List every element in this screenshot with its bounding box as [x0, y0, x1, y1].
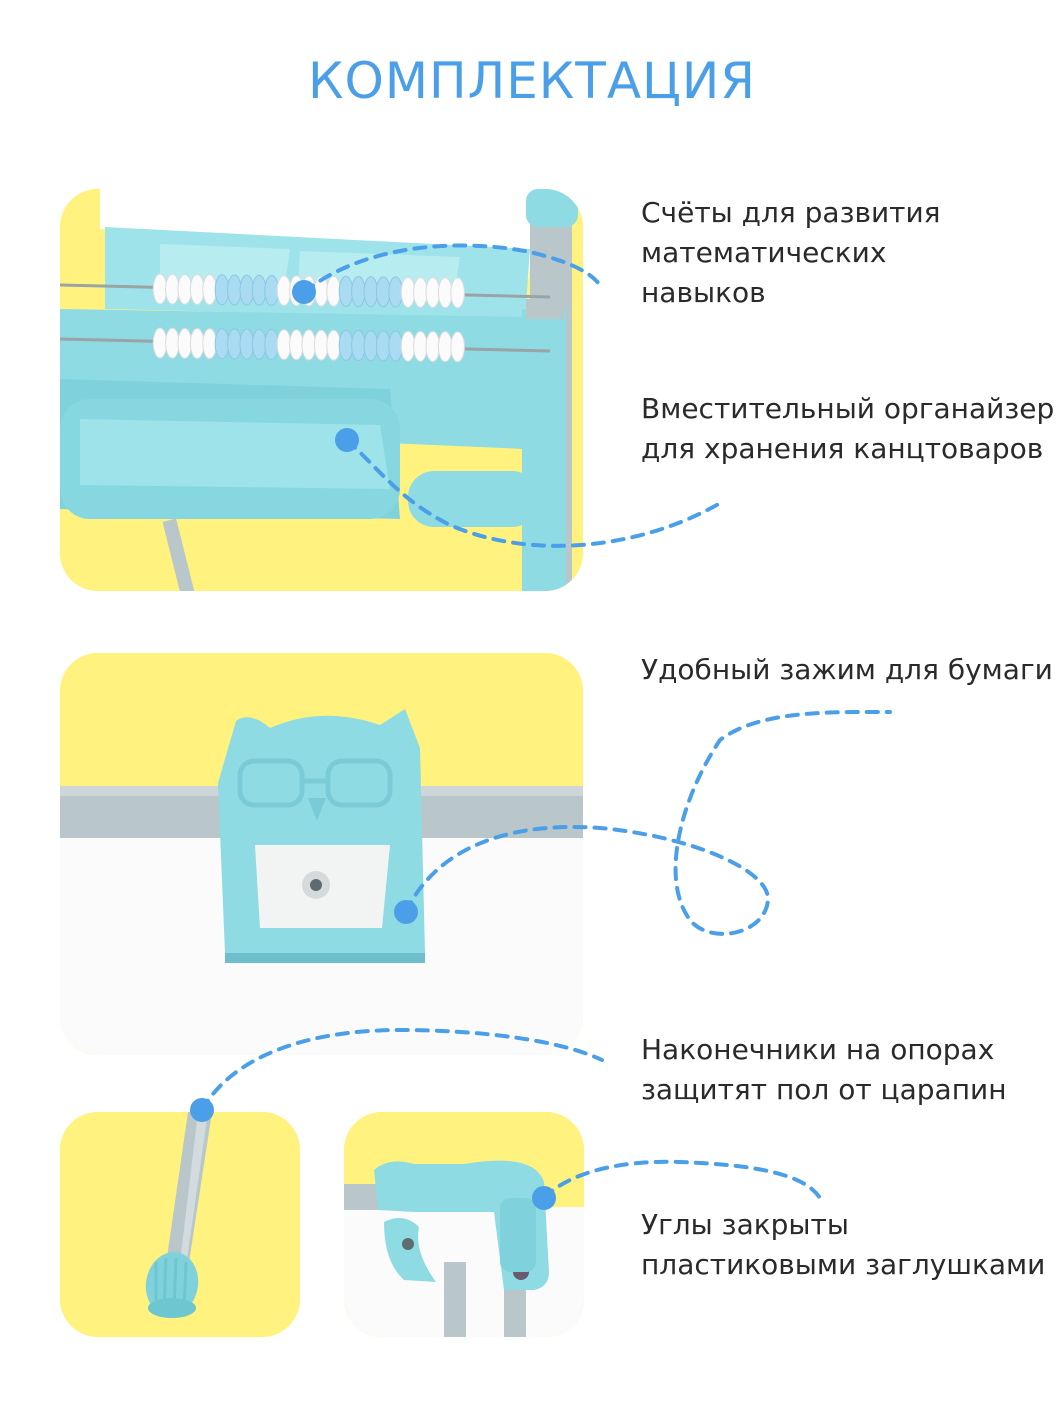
abacus-bead: [165, 327, 180, 359]
caption-line: Вместительный органайзер: [641, 392, 1055, 425]
feature-leg-tips-caption: Наконечники на опорах защитят пол от цар…: [641, 1030, 1007, 1110]
abacus-bead: [363, 276, 379, 308]
abacus-bead: [326, 329, 341, 361]
abacus-bead: [251, 274, 267, 306]
abacus-bead: [152, 273, 168, 305]
abacus-bead: [388, 330, 403, 362]
abacus-bead: [437, 331, 453, 363]
abacus-bead: [189, 273, 205, 305]
abacus-bead: [301, 329, 317, 361]
abacus-bead: [227, 274, 242, 306]
abacus-bead: [437, 277, 453, 309]
abacus-bead: [189, 327, 205, 359]
abacus-bead: [351, 276, 366, 308]
abacus-bead: [400, 330, 416, 362]
abacus-bead: [313, 275, 329, 307]
caption-line: Наконечники на опорах: [641, 1033, 995, 1066]
abacus-bead: [177, 327, 193, 359]
abacus-bead: [388, 276, 403, 308]
abacus-bead: [351, 330, 366, 362]
corner-plug-photo: [344, 1112, 584, 1337]
feature-abacus-caption: Счёты для развития математических навыко…: [641, 193, 941, 313]
caption-line: защитят пол от царапин: [641, 1073, 1007, 1106]
feature-clip-caption: Удобный зажим для бумаги: [641, 650, 1053, 690]
abacus-bead: [239, 328, 255, 360]
abacus-bead: [227, 328, 242, 360]
page-title: КОМПЛЕКТАЦИЯ: [308, 52, 756, 110]
abacus-bead: [276, 329, 292, 361]
abacus-bead: [375, 276, 391, 308]
abacus-bead: [177, 273, 193, 305]
abacus-bead: [301, 275, 317, 307]
abacus-bead: [152, 327, 168, 359]
abacus-bead: [326, 275, 341, 307]
caption-line: Счёты для развития: [641, 196, 941, 229]
abacus-bead: [289, 275, 304, 307]
abacus-bead: [251, 328, 267, 360]
abacus-bead: [214, 328, 230, 360]
abacus-bead: [239, 274, 255, 306]
feature-organizer-caption: Вместительный органайзер для хранения ка…: [641, 389, 1054, 469]
abacus-bead: [214, 274, 230, 306]
caption-line: навыков: [641, 276, 766, 309]
leg-tip-photo: [60, 1112, 300, 1337]
caption-line: пластиковыми заглушками: [641, 1248, 1046, 1281]
abacus-bead: [313, 329, 329, 361]
abacus-bead: [264, 274, 279, 306]
caption-line: Удобный зажим для бумаги: [641, 653, 1053, 686]
abacus-bead: [400, 276, 416, 308]
abacus-bead: [413, 330, 428, 362]
feature-corner-plugs-caption: Углы закрыты пластиковыми заглушками: [641, 1205, 1045, 1285]
caption-line: для хранения канцтоваров: [641, 432, 1044, 465]
abacus-bead: [338, 329, 354, 361]
caption-line: математических: [641, 236, 887, 269]
caption-line: Углы закрыты: [641, 1208, 849, 1241]
abacus-bead: [202, 328, 217, 360]
abacus-bead: [450, 331, 465, 363]
abacus-bead: [450, 277, 465, 309]
abacus-bead: [425, 277, 441, 309]
abacus-bead: [165, 273, 180, 305]
owl-clip-photo: [60, 653, 583, 1055]
abacus-bead: [289, 329, 304, 361]
abacus-organizer-photo: [60, 189, 583, 591]
connector-corner-plugs: [542, 1159, 822, 1200]
abacus-bead: [338, 275, 354, 307]
abacus-bead: [264, 328, 279, 360]
abacus-bead: [202, 274, 217, 306]
abacus-bead: [363, 330, 379, 362]
abacus-bead: [276, 275, 292, 307]
abacus-bead: [375, 330, 391, 362]
abacus-bead: [425, 331, 441, 363]
abacus-bead: [413, 276, 428, 308]
